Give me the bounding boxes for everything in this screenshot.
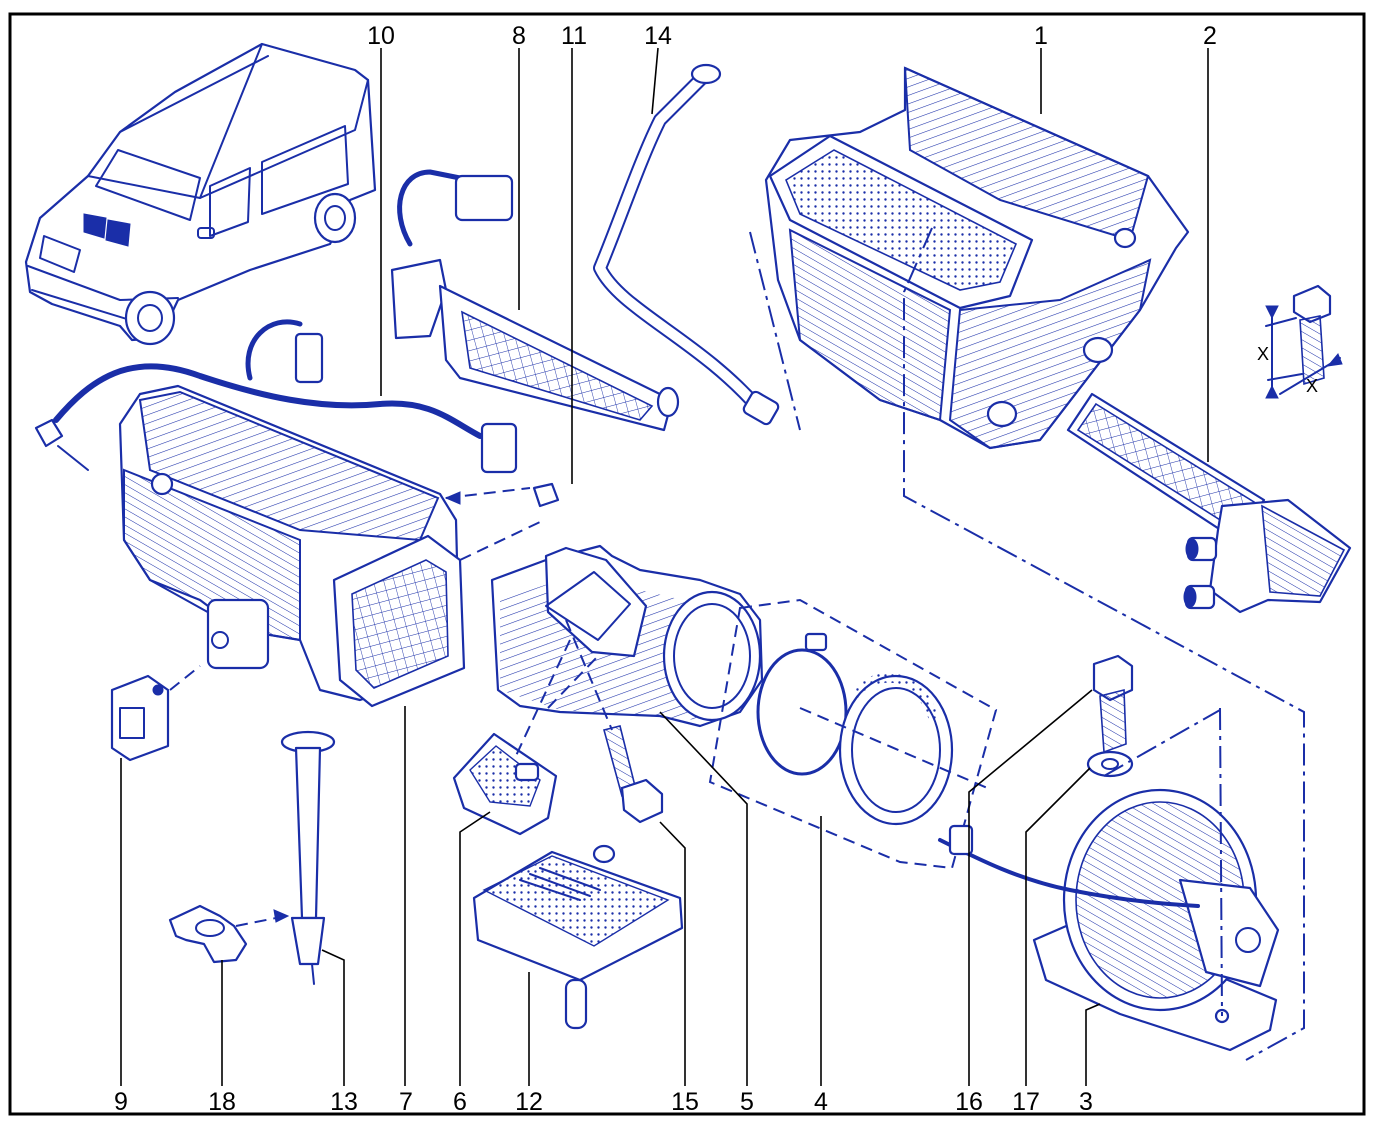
callout-9: 9 <box>114 1088 128 1116</box>
clip-part-11 <box>444 482 560 508</box>
bolt-dimension-detail: X X <box>1257 284 1343 399</box>
callout-labels: 10 8 11 14 1 2 9 18 13 7 6 12 15 5 4 16 … <box>114 22 1217 1116</box>
callout-11: 11 <box>561 22 587 50</box>
dimension-label-x-vertical: X <box>1257 344 1269 364</box>
callout-5: 5 <box>740 1088 754 1116</box>
callout-15: 15 <box>671 1088 699 1116</box>
callout-2: 2 <box>1203 22 1217 50</box>
callout-10: 10 <box>367 22 395 50</box>
resistor-unit-part-8 <box>390 169 680 432</box>
washer-part-17 <box>1086 750 1134 778</box>
callout-6: 6 <box>453 1088 467 1116</box>
air-distribution-housing <box>118 384 466 708</box>
blower-fan-part-3 <box>938 788 1280 1052</box>
callout-3: 3 <box>1079 1088 1093 1116</box>
pipe-part-14 <box>593 63 780 426</box>
callout-1: 1 <box>1034 22 1048 50</box>
dimension-label-x-horizontal: X <box>1306 376 1318 396</box>
diagram-border <box>8 12 1366 1116</box>
vehicle-illustration <box>24 42 377 346</box>
callout-18: 18 <box>208 1088 236 1116</box>
leader-lines <box>120 47 1209 1086</box>
wiring-harness-part-10 <box>34 319 518 474</box>
callout-17: 17 <box>1012 1088 1040 1116</box>
callout-13: 13 <box>330 1088 358 1116</box>
callout-8: 8 <box>512 22 526 50</box>
assembly-lines <box>459 227 1305 1061</box>
part-9 <box>110 665 201 762</box>
air-duct-part-5 <box>490 544 764 728</box>
callout-4: 4 <box>814 1088 828 1116</box>
clip-part-18 <box>168 904 290 964</box>
callout-14: 14 <box>644 22 672 50</box>
callout-7: 7 <box>399 1088 413 1116</box>
heater-matrix-part-2 <box>1066 392 1352 614</box>
electronic-module-part-12 <box>472 844 684 1030</box>
callout-12: 12 <box>515 1088 543 1116</box>
callout-16: 16 <box>955 1088 983 1116</box>
sensor-part-13 <box>280 730 336 985</box>
bolt-part-16 <box>1092 654 1134 754</box>
bolt-part-15 <box>603 725 664 824</box>
control-module-part-6 <box>452 732 558 836</box>
heater-housing-part-1 <box>764 66 1190 450</box>
